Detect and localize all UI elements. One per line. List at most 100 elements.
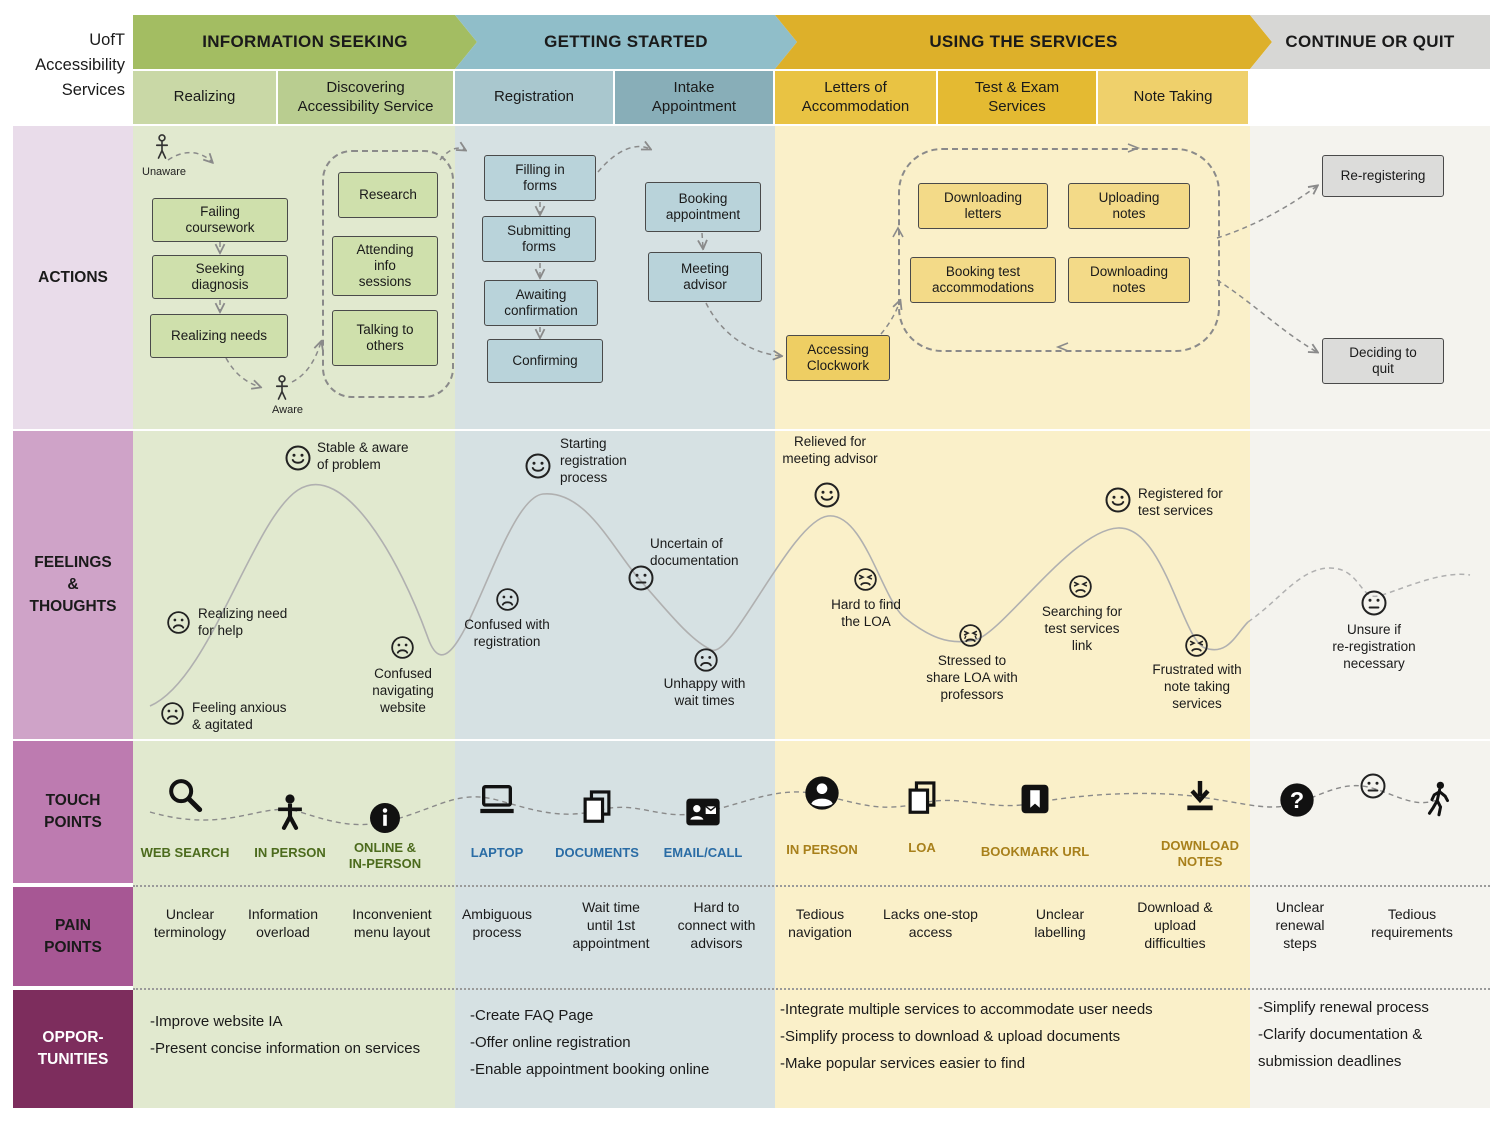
feeling-label: Confused navigating website xyxy=(372,666,434,715)
row-label-feelings: FEELINGS & THOUGHTS xyxy=(13,431,133,739)
touchpoint-label: WEB SEARCH xyxy=(140,845,230,860)
subphase-registration: Registration xyxy=(455,71,615,124)
stressed-face-icon xyxy=(1183,632,1210,659)
opportunity-list: -Create FAQ Page -Offer online registrat… xyxy=(470,1007,710,1078)
feeling-label: Feeling anxious & agitated xyxy=(192,700,287,732)
touchpoint-label: BOOKMARK URL xyxy=(980,844,1090,859)
discovering-loop xyxy=(322,150,454,398)
action-box: Meeting advisor xyxy=(648,252,762,302)
subphase-label: Realizing xyxy=(173,88,236,106)
action-box: Attending info sessions xyxy=(332,236,438,296)
phase-getting-started: GETTING STARTED xyxy=(455,15,797,69)
row-divider xyxy=(133,429,1490,431)
unaware-label: Unaware xyxy=(142,166,187,178)
touchpoint-label: ONLINE & IN-PERSON xyxy=(348,840,422,871)
action-box: Failing coursework xyxy=(152,198,288,242)
phase-label: GETTING STARTED xyxy=(544,32,708,51)
row-label-opportunities: OPPOR- TUNITIES xyxy=(13,990,133,1108)
pain-point: Wait time until 1st appointment xyxy=(572,899,650,952)
feeling-label: Unhappy with wait times xyxy=(663,676,746,708)
pain-point: Information overload xyxy=(247,906,319,941)
row-label-actions: ACTIONS xyxy=(13,126,133,429)
phase-label: INFORMATION SEEKING xyxy=(202,32,408,51)
loa-documents-icon xyxy=(903,779,941,817)
action-box: Confirming xyxy=(487,339,603,383)
pain-point: Unclear renewal steps xyxy=(1275,899,1325,952)
phase-continue-or-quit: CONTINUE OR QUIT xyxy=(1250,15,1490,69)
feeling-label: Registered for test services xyxy=(1138,486,1223,518)
action-box: Awaiting confirmation xyxy=(484,280,598,326)
feeling-label: Stressed to share LOA with professors xyxy=(926,653,1018,702)
action-box: Accessing Clockwork xyxy=(786,335,890,381)
action-box: Downloading notes xyxy=(1068,257,1190,303)
pain-point: Ambiguous process xyxy=(461,906,533,941)
row-divider-dotted xyxy=(133,988,1490,990)
subphase-label: Discovering Accessibility Service xyxy=(297,78,434,115)
action-box: Research xyxy=(338,172,438,218)
action-box: Deciding to quit xyxy=(1322,338,1444,384)
action-box: Re-registering xyxy=(1322,155,1444,197)
feeling-label: Unsure if re-registration necessary xyxy=(1332,622,1416,671)
subphase-intake: Intake Appointment xyxy=(615,71,775,124)
pain-point: Lacks one-stop access xyxy=(883,906,978,941)
brand-title: UofT Accessibility Services xyxy=(35,31,125,99)
email-call-icon xyxy=(683,792,723,832)
walking-person-icon xyxy=(1419,780,1457,818)
in-person-circle-icon xyxy=(802,773,842,813)
feeling-label: Confused with registration xyxy=(464,617,550,649)
sad-face-icon xyxy=(494,586,521,613)
action-box: Booking test accommodations xyxy=(910,257,1056,303)
touchpoint-label: LAPTOP xyxy=(470,845,524,860)
subphase-test-exam: Test & Exam Services xyxy=(938,71,1098,124)
subphase-realizing: Realizing xyxy=(133,71,278,124)
touchpoint-label: DOWNLOAD NOTES xyxy=(1161,838,1239,869)
subphase-label: Registration xyxy=(493,88,575,106)
happy-face-icon xyxy=(283,443,313,473)
stressed-face-icon xyxy=(852,566,879,593)
phase-label: CONTINUE OR QUIT xyxy=(1285,32,1455,51)
documents-icon xyxy=(578,788,616,826)
pain-point: Unclear labelling xyxy=(1034,906,1086,941)
pain-point: Unclear terminology xyxy=(153,906,227,941)
happy-face-icon xyxy=(1103,485,1133,515)
download-notes-icon xyxy=(1181,777,1219,815)
phase-using-services: USING THE SERVICES xyxy=(775,15,1272,69)
aware-person-icon xyxy=(268,372,296,404)
row-divider-dotted xyxy=(133,885,1490,887)
unaware-person-icon xyxy=(148,131,176,163)
touchpoint-label: EMAIL/CALL xyxy=(663,845,743,860)
web-search-icon xyxy=(165,775,205,815)
touchpoint-label: IN PERSON xyxy=(786,842,858,857)
laptop-icon xyxy=(477,780,517,820)
subphase-discovering: Discovering Accessibility Service xyxy=(278,71,455,124)
services-loop xyxy=(898,148,1220,352)
subphase-loa: Letters of Accommodation xyxy=(775,71,938,124)
neutral-face-icon xyxy=(1359,588,1389,618)
feeling-label: Relieved for meeting advisor xyxy=(782,434,878,466)
action-box: Submitting forms xyxy=(482,216,596,262)
feeling-label: Hard to find the LOA xyxy=(831,597,901,629)
neutral-face-icon xyxy=(1358,771,1388,801)
sad-face-icon xyxy=(165,609,192,636)
in-person-icon xyxy=(271,793,309,831)
feeling-label: Realizing need for help xyxy=(198,606,288,638)
happy-face-icon xyxy=(812,480,842,510)
happy-face-icon xyxy=(523,451,553,481)
row-label-touch-points: TOUCH POINTS xyxy=(13,741,133,883)
action-box: Filling in forms xyxy=(484,155,596,201)
pain-point: Tedious navigation xyxy=(788,906,852,941)
pain-point: Hard to connect with advisors xyxy=(677,899,756,952)
touchpoint-label: DOCUMENTS xyxy=(555,845,639,860)
action-box: Uploading notes xyxy=(1068,183,1190,229)
sad-face-icon xyxy=(159,700,186,727)
crying-face-icon xyxy=(957,622,984,649)
action-box: Booking appointment xyxy=(645,182,761,232)
stressed-face-icon xyxy=(1067,573,1094,600)
sad-face-icon xyxy=(389,634,416,661)
action-box: Seeking diagnosis xyxy=(152,255,288,299)
action-box: Realizing needs xyxy=(150,314,288,358)
row-label-pain-points: PAIN POINTS xyxy=(13,887,133,986)
phase-label: USING THE SERVICES xyxy=(929,32,1118,51)
opportunity-list: -Simplify renewal process -Clarify docum… xyxy=(1258,999,1429,1070)
subphase-label: Note Taking xyxy=(1133,88,1213,106)
